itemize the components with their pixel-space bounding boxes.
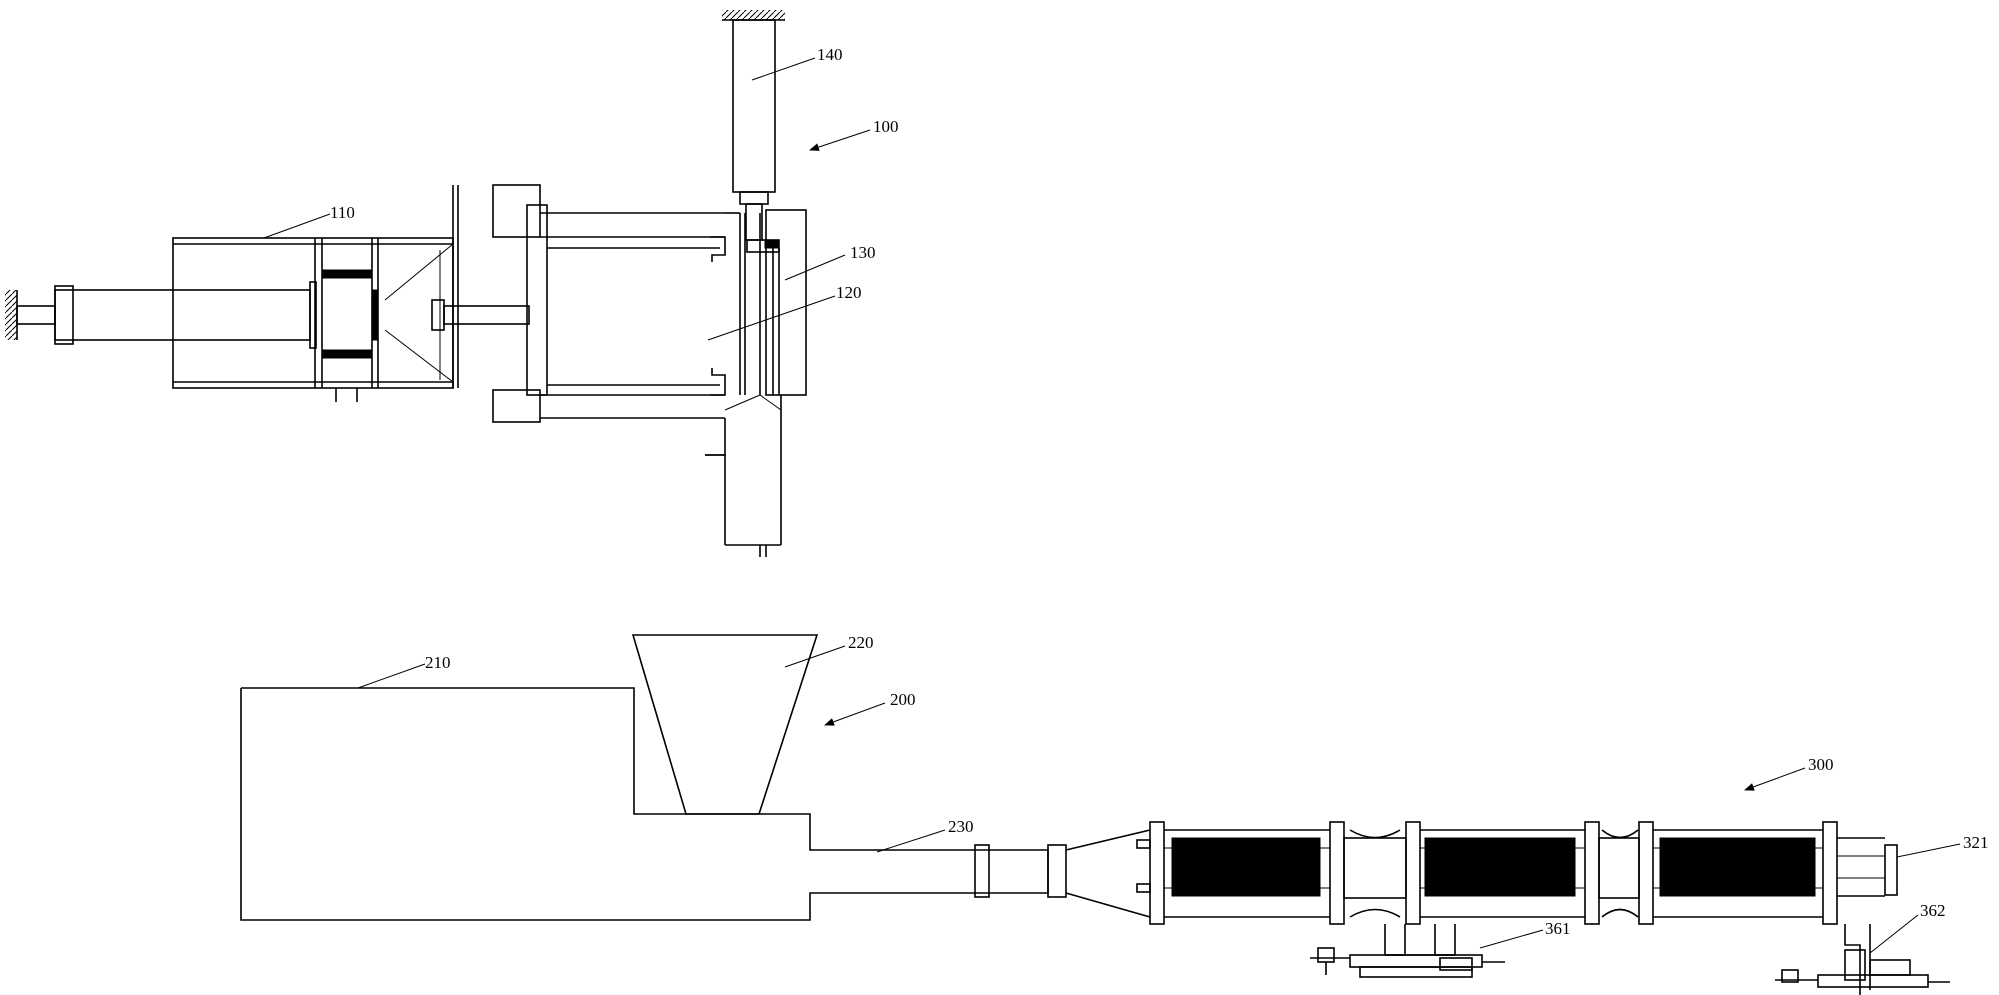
label-321: 321 — [1963, 833, 1989, 852]
coupling-left — [1343, 829, 1407, 918]
frame-110 — [172, 185, 459, 402]
label-361: 361 — [1545, 919, 1571, 938]
valve-362 — [1775, 924, 1950, 995]
assembly-100 — [5, 10, 807, 557]
label-362: 362 — [1920, 901, 1946, 920]
coupling-right — [1598, 829, 1640, 918]
hopper-220 — [631, 634, 819, 815]
label-220: 220 — [848, 633, 874, 652]
label-300: 300 — [1808, 755, 1834, 774]
plate-130 — [746, 209, 807, 396]
ground-left — [5, 290, 18, 340]
assembly-200 — [240, 634, 1067, 921]
label-130: 130 — [850, 243, 876, 262]
end-plate-321 — [1837, 837, 1898, 897]
cylinder-110 — [16, 281, 317, 349]
leader-lines — [263, 57, 1961, 954]
reference-arrows — [809, 129, 1806, 791]
label-110: 110 — [330, 203, 355, 222]
body-210 — [240, 687, 1049, 921]
chamber-left — [1136, 821, 1345, 925]
chamber-middle — [1405, 821, 1600, 925]
valve-361 — [1310, 924, 1505, 978]
label-210: 210 — [425, 653, 451, 672]
cylinder-140 — [722, 10, 785, 241]
label-230: 230 — [948, 817, 974, 836]
chamber-right — [1638, 821, 1838, 925]
mold-120 — [492, 184, 761, 423]
label-100: 100 — [873, 117, 899, 136]
connecting-rod — [431, 299, 530, 331]
nozzle-230 — [974, 844, 1067, 898]
label-120: 120 — [836, 283, 862, 302]
assembly-300 — [1065, 821, 1950, 995]
reference-labels: 140 100 110 130 120 210 220 200 230 300 … — [330, 45, 1989, 938]
label-140: 140 — [817, 45, 843, 64]
lower-outlet — [705, 394, 782, 557]
label-200: 200 — [890, 690, 916, 709]
